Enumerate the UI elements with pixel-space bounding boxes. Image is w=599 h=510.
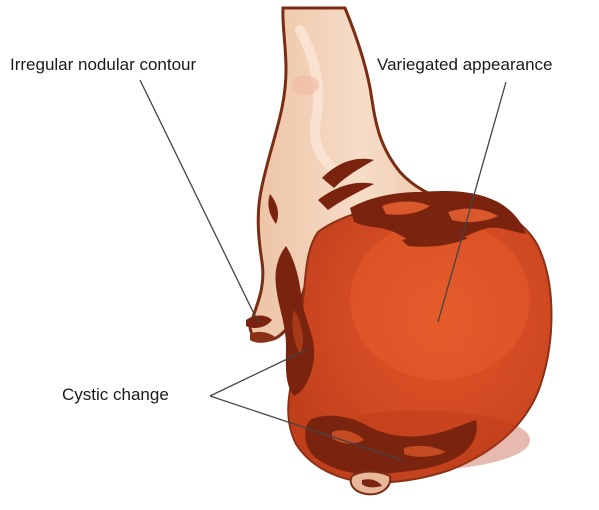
leader-irregular — [140, 80, 258, 322]
label-variegated-appearance: Variegated appearance — [377, 56, 553, 73]
cord-pink-spot — [291, 75, 319, 95]
label-cystic-change: Cystic change — [62, 386, 169, 403]
label-irregular-nodular-contour: Irregular nodular contour — [10, 56, 196, 73]
